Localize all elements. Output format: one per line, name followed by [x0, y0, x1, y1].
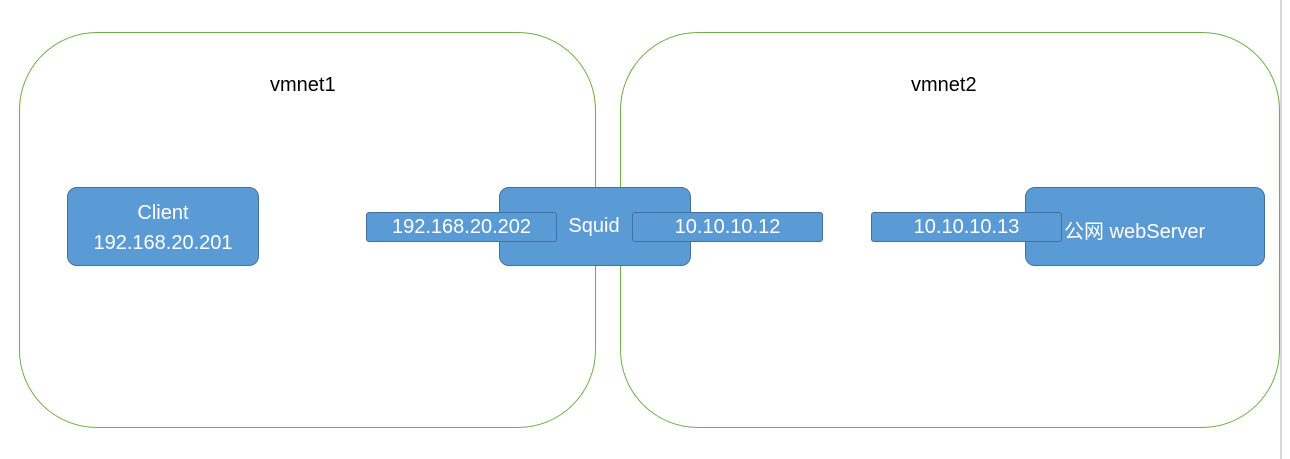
client-ip: 192.168.20.201	[93, 232, 233, 254]
squid-vmnet1-ip: 192.168.20.202	[366, 212, 557, 242]
client-name: Client	[137, 202, 189, 224]
squid-vmnet2-ip: 10.10.10.12	[632, 212, 823, 242]
client-node[interactable]: Client 192.168.20.201	[67, 187, 259, 266]
zone-vmnet2-label: vmnet2	[911, 74, 977, 96]
webserver-label: 公网 webServer	[1064, 221, 1206, 243]
webserver-ip: 10.10.10.13	[871, 212, 1062, 242]
page-edge-divider	[1280, 0, 1282, 459]
zone-vmnet1-label: vmnet1	[270, 74, 336, 96]
squid-label: Squid	[568, 215, 620, 237]
